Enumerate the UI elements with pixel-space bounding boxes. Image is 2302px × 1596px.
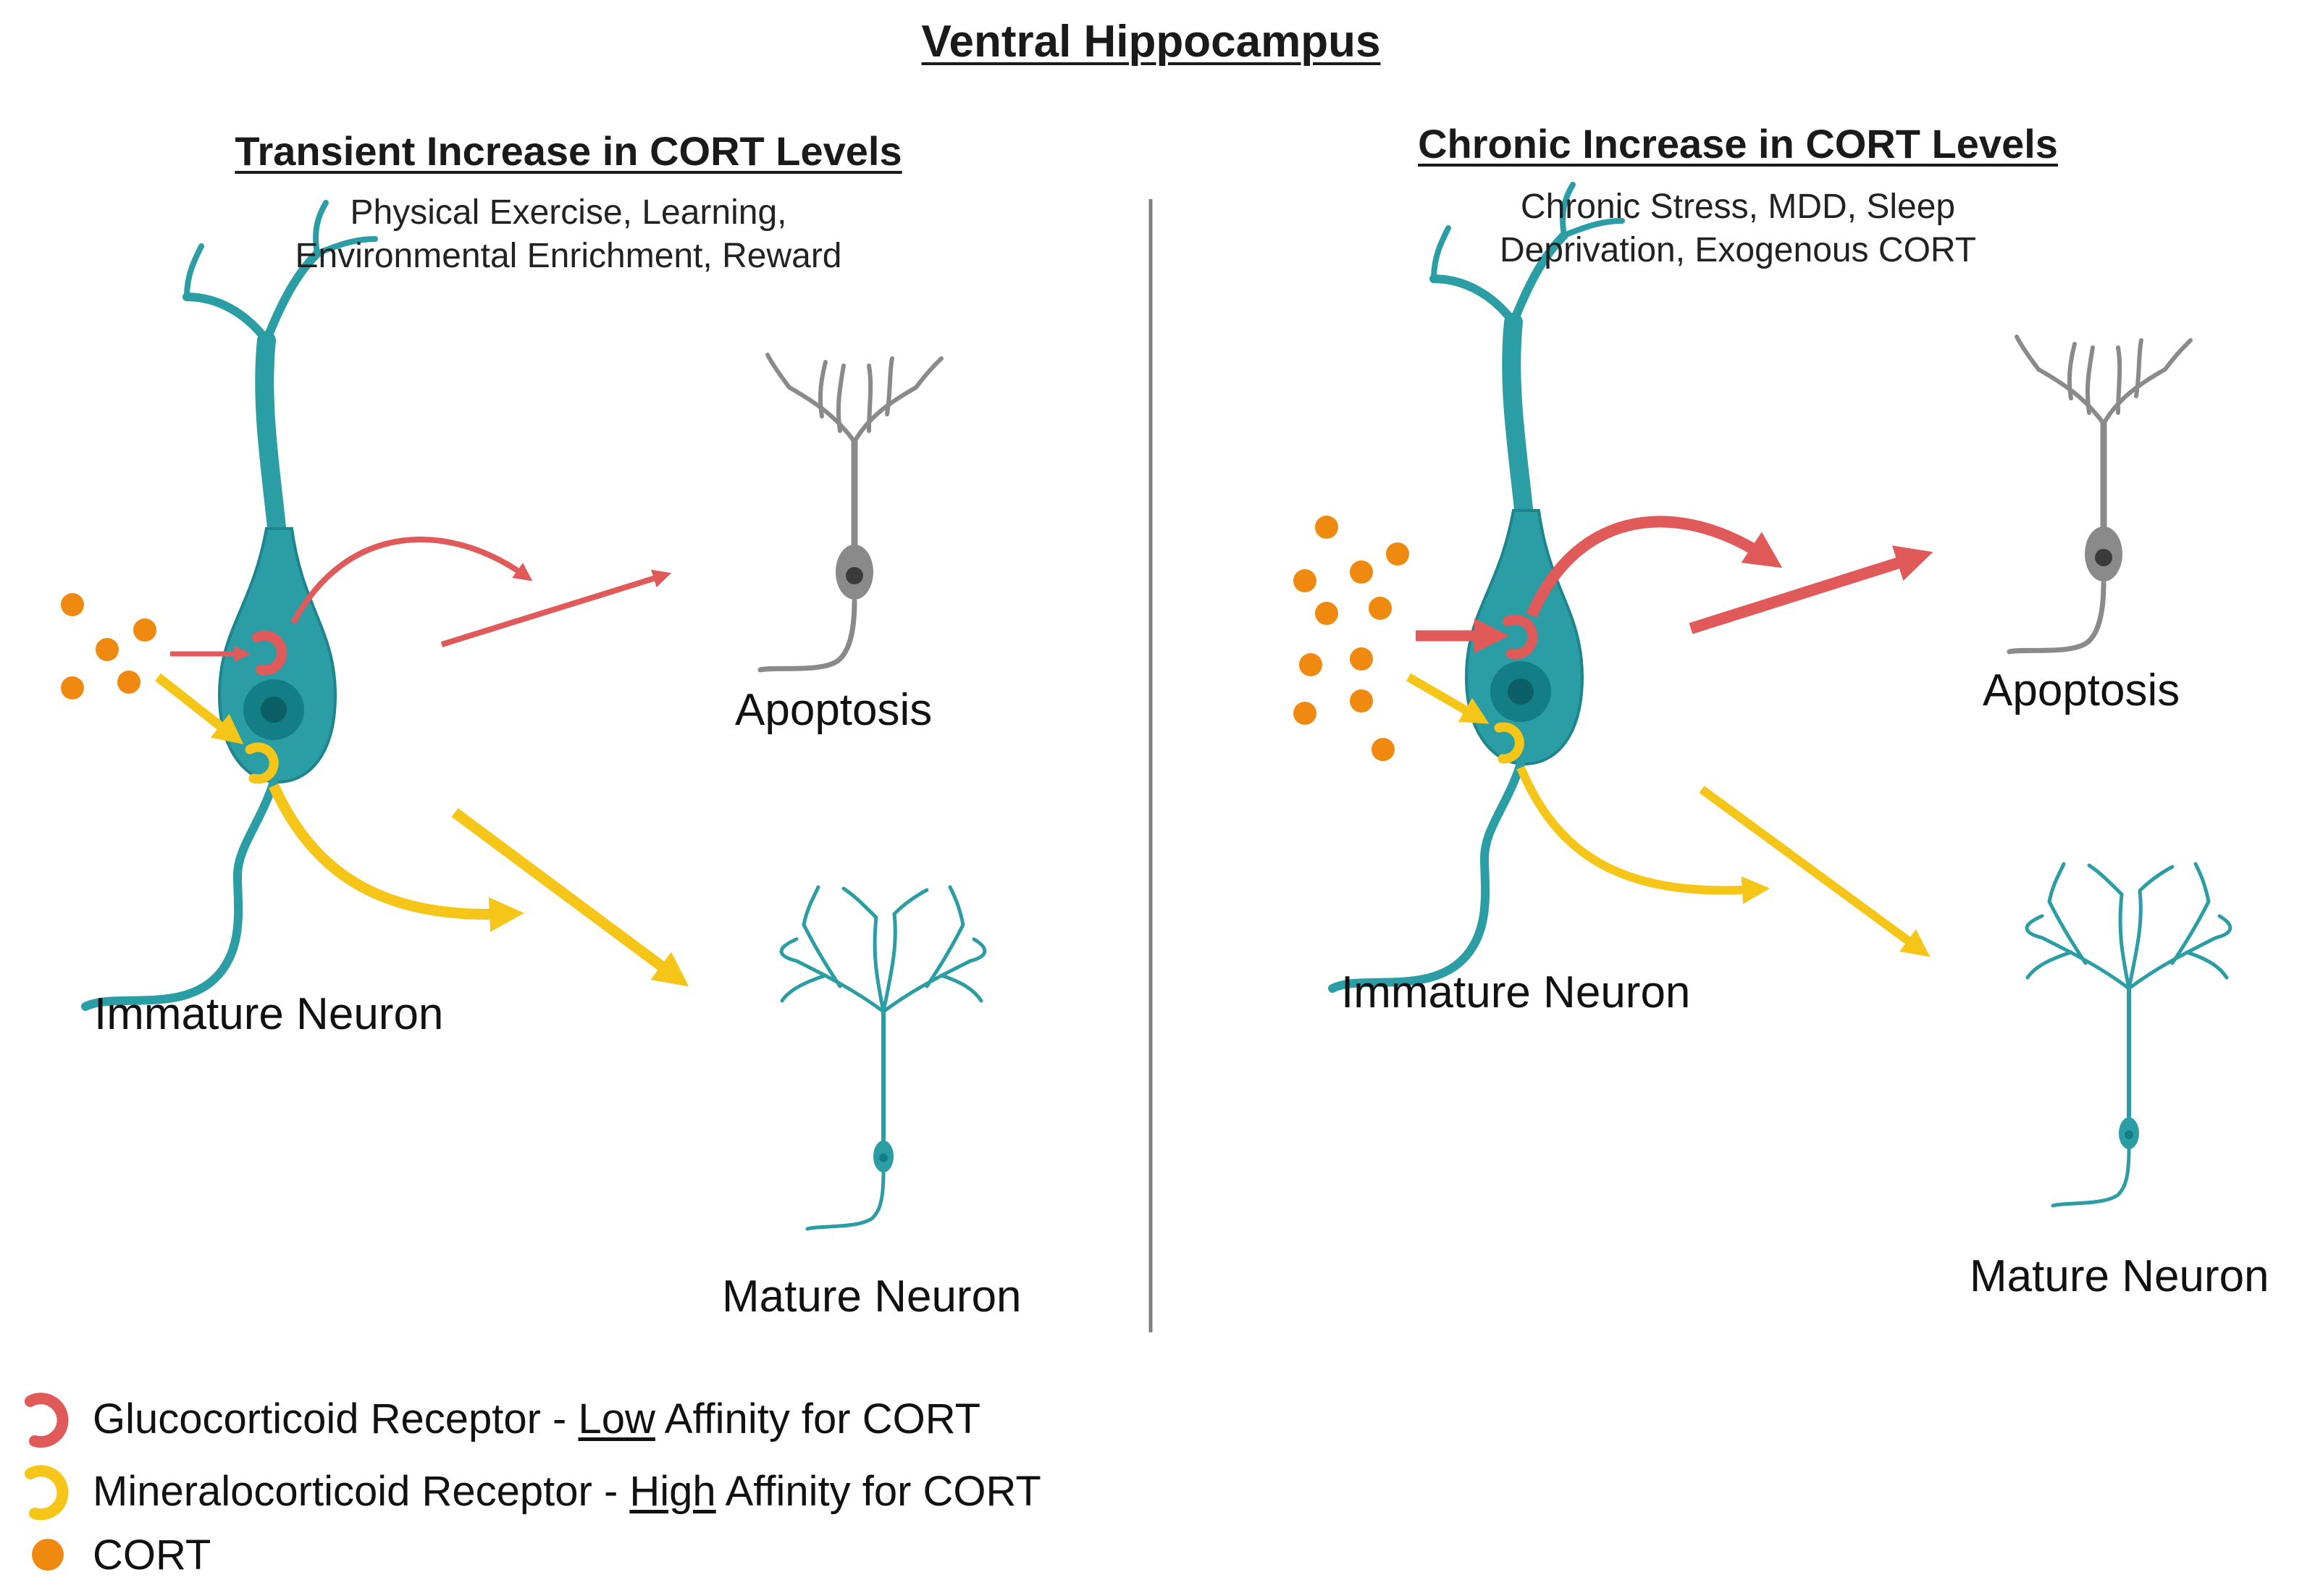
mature-neuron-label-left: Mature Neuron	[722, 1272, 1022, 1322]
immature-neuron-left	[85, 203, 375, 1007]
right-panel-causes: Chronic Stress, MDD, Sleep Deprivation, …	[1376, 185, 2100, 272]
mature-neuron-left	[781, 887, 985, 1229]
legend-mineralocorticoid-text: Mineralocorticoid Receptor - High Affini…	[93, 1467, 1041, 1516]
legend-mr-suffix: Affinity for CORT	[715, 1468, 1041, 1515]
immature-neuron-right	[1332, 185, 1622, 988]
legend-mr-prefix: Mineralocorticoid Receptor -	[93, 1468, 630, 1515]
mature-neuron-right	[2027, 864, 2230, 1206]
immature-neuron-label-left: Immature Neuron	[94, 989, 444, 1039]
left-panel-graphics	[61, 203, 985, 1229]
apoptosis-arrow-right	[1689, 545, 1933, 634]
legend-glucocorticoid-icon	[25, 1393, 69, 1448]
left-causes-line2: Environmental Enrichment, Reward	[295, 237, 842, 275]
apoptotic-neuron-left	[760, 355, 941, 670]
immature-neuron-label-right: Immature Neuron	[1341, 967, 1691, 1017]
gr-curve-arrow-right	[1526, 516, 1783, 618]
apoptosis-arrow-left	[440, 569, 672, 647]
gr-curve-arrow-left	[290, 537, 533, 624]
cort-to-mr-arrow-left	[154, 673, 244, 744]
legend-cort-icon	[32, 1539, 64, 1571]
cort-dots-right	[1293, 516, 1409, 761]
mineralocorticoid-receptor-right	[1494, 722, 1524, 764]
apoptosis-label-left: Apoptosis	[735, 685, 933, 735]
mature-neuron-label-right: Mature Neuron	[1970, 1251, 2269, 1301]
mr-curve-arrow-left	[269, 783, 524, 933]
glucocorticoid-receptor-right	[1503, 614, 1538, 660]
legend-gr-emphasis: Low	[578, 1395, 655, 1442]
maturation-arrow-left	[451, 807, 689, 987]
glucocorticoid-receptor-left	[252, 630, 287, 676]
page-title: Ventral Hippocampus	[921, 17, 1381, 67]
left-panel-heading: Transient Increase in CORT Levels	[235, 128, 902, 174]
mineralocorticoid-receptor-left	[245, 742, 279, 784]
cort-to-mr-arrow-right	[1406, 673, 1490, 724]
right-panel-graphics	[1293, 185, 2230, 1206]
right-panel-heading: Chronic Increase in CORT Levels	[1418, 121, 2058, 167]
legend-mineralocorticoid-icon	[25, 1465, 69, 1521]
cort-dots-left	[61, 593, 156, 700]
right-causes-line2: Deprivation, Exogenous CORT	[1499, 231, 1977, 269]
legend-cort-text: CORT	[93, 1532, 211, 1579]
left-causes-line1: Physical Exercise, Learning,	[350, 193, 787, 232]
legend-gr-suffix: Affinity for CORT	[655, 1395, 980, 1442]
legend-mr-emphasis: High	[629, 1468, 716, 1515]
apoptosis-label-right: Apoptosis	[1983, 665, 2180, 715]
legend-glucocorticoid-text: Glucocorticoid Receptor - Low Affinity f…	[93, 1395, 980, 1443]
maturation-arrow-right	[1699, 786, 1931, 957]
right-causes-line1: Chronic Stress, MDD, Sleep	[1520, 188, 1956, 226]
mr-curve-arrow-right	[1516, 765, 1770, 904]
legend-gr-prefix: Glucocorticoid Receptor -	[93, 1395, 579, 1442]
apoptotic-neuron-right	[2009, 337, 2190, 652]
left-panel-causes: Physical Exercise, Learning, Environment…	[203, 191, 934, 278]
